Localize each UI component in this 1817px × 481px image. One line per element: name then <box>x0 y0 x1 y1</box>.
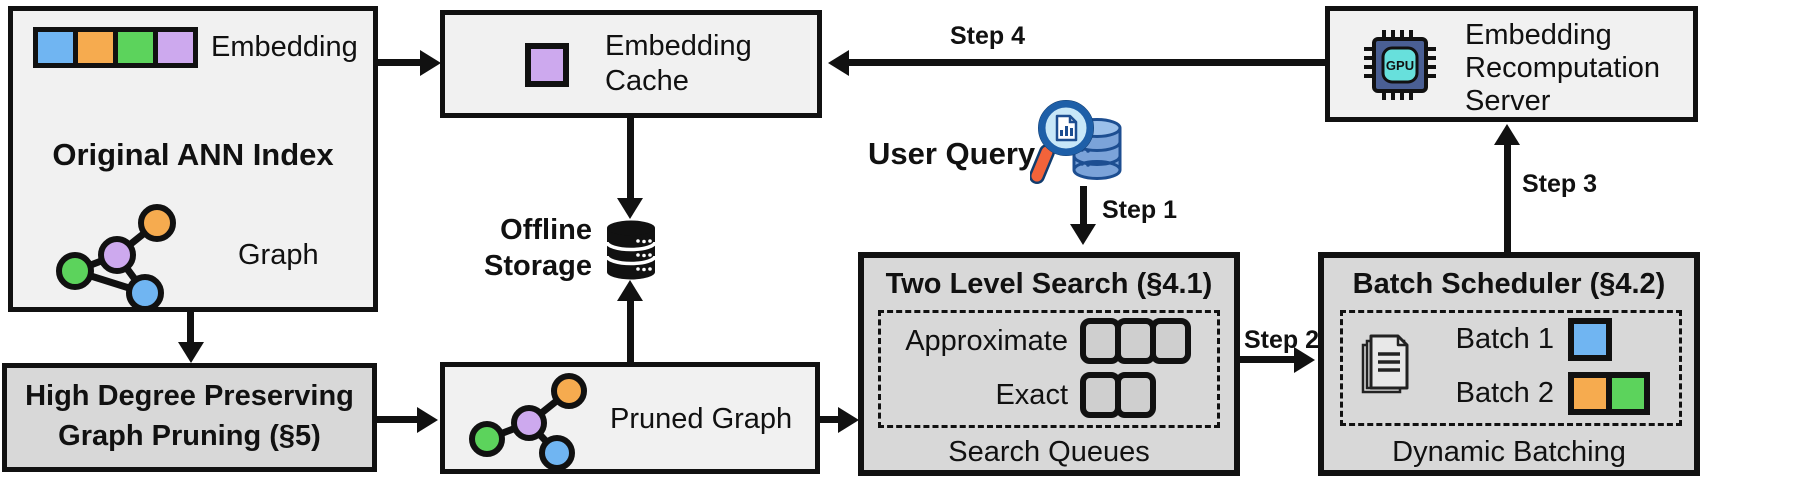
emb-cell-orange <box>73 27 118 68</box>
pruning-title-line1: High Degree Preserving <box>25 380 354 412</box>
queue-slot <box>1150 318 1191 364</box>
arrow-scheduler-to-server <box>1504 142 1511 252</box>
batch-scheduler-title: Batch Scheduler (§4.2) <box>1352 268 1666 300</box>
batch-scheduler-box: Batch Scheduler (§4.2) Batch 1 Batch 2 D… <box>1318 252 1700 476</box>
batch2-cells <box>1568 372 1650 415</box>
dynamic-batching-label: Dynamic Batching <box>1392 436 1626 468</box>
step4-label: Step 4 <box>950 22 1026 50</box>
gpu-chip-icon: GPU <box>1364 30 1436 100</box>
arrow-index-to-pruning <box>187 312 194 344</box>
batch-cell-blue <box>1568 318 1612 361</box>
arrow-search-to-scheduler <box>1240 356 1296 363</box>
pruning-title-line2: Graph Pruning (§5) <box>58 420 321 452</box>
arrowhead-index-to-cache <box>420 50 441 76</box>
ann-graph-icon <box>56 204 176 311</box>
step1-label: Step 1 <box>1102 196 1178 224</box>
arrowhead-server-to-cache <box>828 50 849 76</box>
arrow-pruned-to-storage <box>627 298 634 362</box>
arrow-cache-to-storage <box>627 118 634 200</box>
exact-queue-row: Exact <box>892 372 1156 418</box>
arrow-query-to-search <box>1080 186 1087 226</box>
batch2-label: Batch 2 <box>1455 377 1554 409</box>
batch2-row: Batch 2 <box>1454 372 1650 415</box>
query-search-icon <box>1030 100 1122 184</box>
arrowhead-index-to-pruning <box>178 342 204 363</box>
two-level-search-title: Two Level Search (§4.1) <box>885 268 1213 300</box>
approximate-queue-row: Approximate <box>892 318 1191 364</box>
cached-embedding-square <box>525 43 569 87</box>
queue-slot <box>1080 318 1121 364</box>
embedding-label: Embedding <box>211 31 358 63</box>
exact-queue-slots <box>1080 372 1156 418</box>
exact-label: Exact <box>995 378 1068 411</box>
documents-icon <box>1361 334 1409 394</box>
arrow-pruned-to-search <box>820 416 840 423</box>
original-ann-index-title: Original ANN Index <box>52 137 334 172</box>
embedding-vector-strip <box>33 27 198 68</box>
database-icon <box>605 220 657 280</box>
queue-slot <box>1115 372 1156 418</box>
queue-slot <box>1080 372 1121 418</box>
dynamic-batching-panel <box>1340 310 1682 426</box>
search-queues-panel <box>878 310 1220 428</box>
approximate-queue-slots <box>1080 318 1191 364</box>
user-query-label: User Query <box>868 136 1036 171</box>
graph-pruning-box: High Degree Preserving Graph Pruning (§5… <box>2 363 377 472</box>
batch1-row: Batch 1 <box>1454 318 1612 361</box>
arrow-pruning-to-pruned <box>377 416 419 423</box>
arrow-server-to-cache <box>847 59 1325 66</box>
two-level-search-box: Two Level Search (§4.1) Approximate Exac… <box>858 252 1240 476</box>
original-ann-index-box: Embedding Original ANN Index Graph <box>8 6 378 312</box>
emb-cell-purple <box>153 27 198 68</box>
arrowhead-cache-to-storage <box>617 198 643 219</box>
emb-cell-blue <box>33 27 78 68</box>
embedding-cache-label: Embedding Cache <box>605 30 752 97</box>
pruned-graph-icon <box>469 373 587 469</box>
offline-storage-label: Offline Storage <box>484 214 592 282</box>
batch1-label: Batch 1 <box>1455 323 1554 355</box>
recomputation-server-label: Embedding Recomputation Server <box>1465 19 1661 117</box>
pruned-graph-label: Pruned Graph <box>610 403 793 435</box>
arrowhead-search-to-scheduler <box>1294 347 1315 373</box>
recomputation-server-box: GPU Embedding Recomputation Server <box>1325 6 1698 122</box>
arrowhead-query-to-search <box>1070 224 1096 245</box>
arrowhead-pruned-to-search <box>838 407 859 433</box>
pruned-graph-box: Pruned Graph <box>440 362 820 474</box>
arrow-index-to-cache <box>378 59 422 66</box>
svg-text:GPU: GPU <box>1386 58 1414 73</box>
arrowhead-scheduler-to-server <box>1494 124 1520 145</box>
step3-label: Step 3 <box>1522 170 1598 198</box>
batch-cell-green <box>1606 372 1650 415</box>
embedding-cache-box: Embedding Cache <box>440 10 822 118</box>
arrowhead-pruned-to-storage <box>617 280 643 301</box>
approximate-label: Approximate <box>905 324 1068 357</box>
emb-cell-green <box>113 27 158 68</box>
search-queues-label: Search Queues <box>948 436 1150 468</box>
batch1-cells <box>1568 318 1612 361</box>
arrowhead-pruning-to-pruned <box>417 407 438 433</box>
step2-label: Step 2 <box>1244 326 1320 354</box>
graph-label: Graph <box>238 239 319 271</box>
